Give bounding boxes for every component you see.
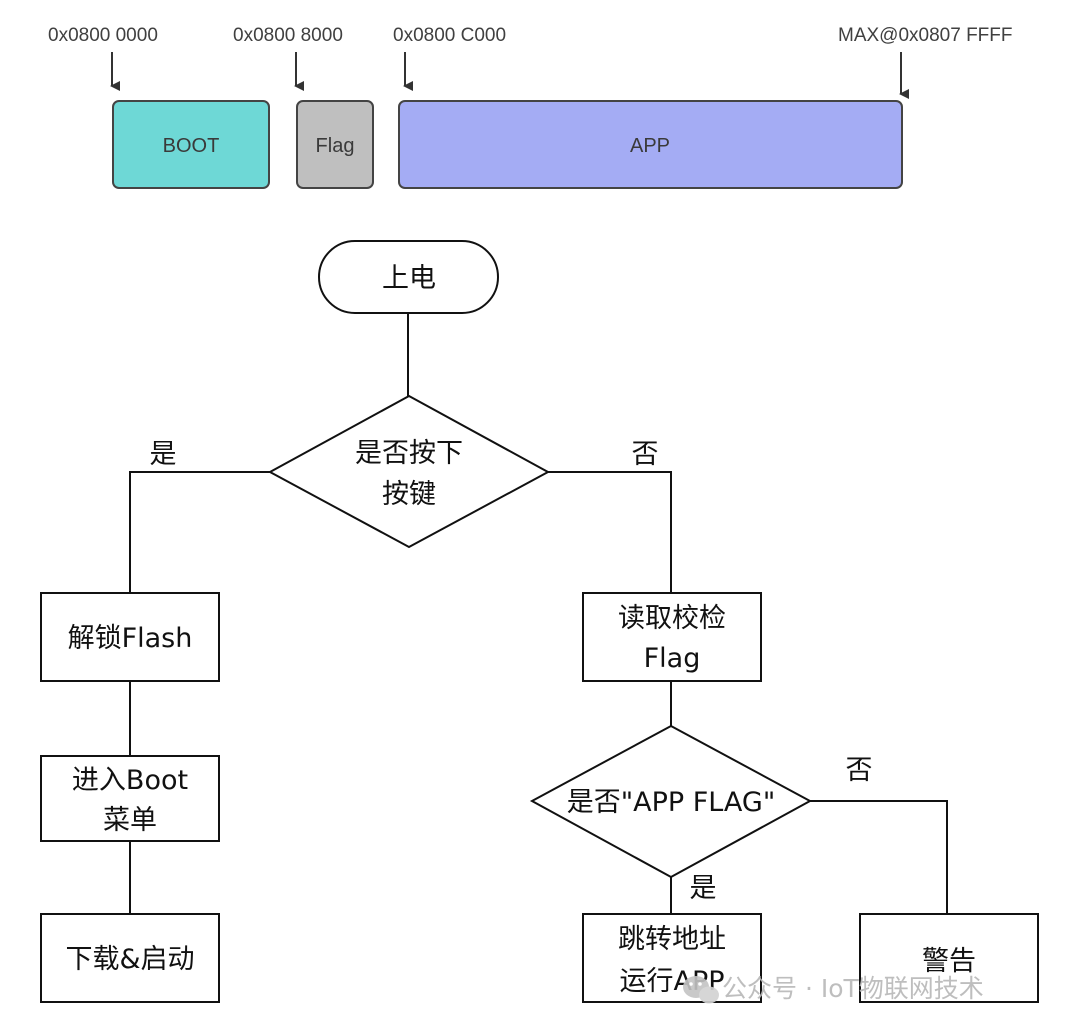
branch-yes-label: 是 (150, 439, 177, 470)
read-check-flag-box (582, 592, 762, 682)
flowchart (40, 240, 1039, 1003)
address-app-start: 0x0800 C000 (393, 25, 506, 46)
app-block (398, 100, 903, 189)
decision-key-line-1: 是否按下 (355, 438, 463, 469)
start-label: 上电 (382, 263, 436, 294)
decision-key-pressed (267, 394, 551, 549)
warning-box (859, 913, 1039, 1003)
decision-app-flag (529, 724, 813, 879)
read-check-line-1: 读取校检 (618, 603, 726, 634)
address-boot-start: 0x0800 0000 (48, 25, 158, 46)
unlock-flash-box (40, 592, 220, 682)
flowchart-labels: 上电 是否按下 按键 是 否 解锁Flash 进入Boot 菜单 下载&启动 读… (65, 263, 976, 997)
enter-boot-menu-box (40, 755, 220, 842)
unlock-flash-label: 解锁Flash (68, 623, 193, 654)
flag-yes-label: 是 (690, 873, 717, 904)
connector-no-branch (548, 471, 672, 593)
read-check-line-2: Flag (644, 643, 701, 674)
warning-label: 警告 (922, 946, 976, 977)
connector-flag-no (810, 800, 948, 914)
start-terminal (318, 240, 499, 314)
flag-no-label: 否 (846, 755, 873, 786)
app-block-label: APP (630, 135, 670, 157)
wechat-icon (683, 976, 719, 1004)
decision-app-flag-label: 是否"APP FLAG" (567, 787, 776, 818)
download-start-label: 下载&启动 (65, 944, 194, 975)
flag-block (296, 100, 374, 189)
flag-block-label: Flag (316, 135, 355, 157)
jump-run-line-1: 跳转地址 (618, 924, 726, 955)
connector-yes-branch (129, 471, 270, 593)
download-start-box (40, 913, 220, 1003)
enter-boot-line-2: 菜单 (103, 805, 157, 836)
memory-map: 0x0800 0000 0x0800 8000 0x0800 C000 MAX@… (48, 25, 1013, 189)
branch-no-label: 否 (632, 439, 659, 470)
boot-block (112, 100, 270, 189)
enter-boot-line-1: 进入Boot (72, 765, 188, 796)
decision-key-line-2: 按键 (382, 479, 436, 510)
watermark: 公众号 · IoT物联网技术 (683, 974, 984, 1004)
jump-run-app-box (582, 913, 762, 1003)
watermark-text: 公众号 · IoT物联网技术 (722, 974, 984, 1003)
address-flag-start: 0x0800 8000 (233, 25, 343, 46)
boot-block-label: BOOT (163, 135, 220, 157)
address-max: MAX@0x0807 FFFF (838, 25, 1013, 46)
